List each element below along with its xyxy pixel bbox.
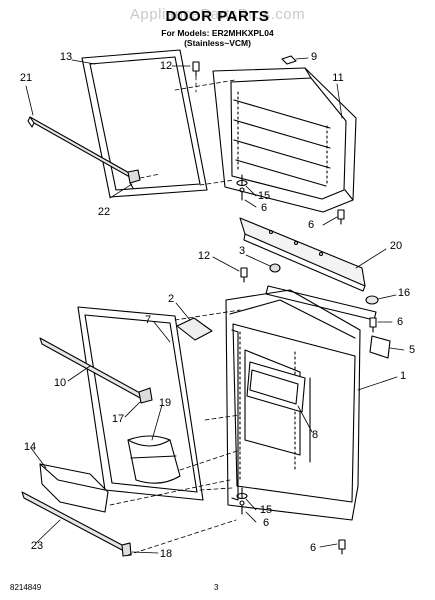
callout-16: 16: [397, 287, 411, 299]
callout-6-trim: 6: [307, 219, 315, 231]
plug-3: [269, 263, 281, 273]
callout-14: 14: [23, 441, 37, 453]
hinge-cap-9: [281, 55, 297, 65]
callout-1: 1: [399, 370, 407, 382]
callout-6-lowest: 6: [309, 542, 317, 554]
screw-6-bottom: [338, 539, 346, 555]
model-info: For Models: ER2MHKXPL04 (Stainless~VCM): [0, 28, 435, 48]
door-bin-14: [39, 463, 109, 513]
callout-17: 17: [111, 413, 125, 425]
callout-23: 23: [30, 540, 44, 552]
divider-trim-20: [239, 217, 366, 292]
freezer-door-11: [212, 67, 357, 213]
callout-13: 13: [59, 51, 73, 63]
callout-9: 9: [310, 51, 318, 63]
callout-8: 8: [311, 429, 319, 441]
diagram-title: DOOR PARTS: [165, 8, 270, 25]
shelf-clip-22: [127, 169, 141, 189]
callout-12-top: 12: [159, 60, 173, 72]
dairy-door-8: [246, 361, 306, 413]
cap-16: [365, 295, 379, 305]
screw-6-trim: [337, 209, 345, 225]
callout-15-top: 15: [257, 190, 271, 202]
dairy-bin-19: [127, 435, 181, 484]
fresh-food-door-1: [225, 289, 361, 521]
callout-6-bottom: 6: [262, 517, 270, 529]
callout-6-right: 6: [396, 316, 404, 328]
shelf-bar-10: [39, 337, 143, 400]
callout-19: 19: [158, 397, 172, 409]
screw-6-right: [369, 317, 377, 333]
screw-12-top: [192, 61, 200, 77]
callout-10: 10: [53, 377, 67, 389]
callout-12-mid: 12: [197, 250, 211, 262]
hinge-pin-15-bottom: [236, 487, 248, 515]
leader-lines: [25, 57, 405, 554]
fresh-food-gasket-7: [77, 306, 204, 501]
callout-2: 2: [167, 293, 175, 305]
callout-5: 5: [408, 344, 416, 356]
models-line: For Models: ER2MHKXPL04: [161, 28, 274, 38]
freezer-gasket-13: [81, 49, 208, 198]
models-variant: (Stainless~VCM): [184, 38, 251, 48]
callout-6-top: 6: [260, 202, 268, 214]
footer-code: 8214849: [10, 583, 42, 592]
watermark: AppliancePartsPros.com: [129, 6, 306, 23]
freezer-shelf-bar-21: [27, 116, 136, 181]
callout-20: 20: [389, 240, 403, 252]
clip-18: [121, 542, 132, 557]
callout-11: 11: [332, 72, 344, 84]
callout-7: 7: [144, 314, 152, 326]
shelf-clip-17: [138, 387, 153, 404]
butter-cover-2: [176, 317, 213, 341]
callout-15-bottom: 15: [259, 504, 273, 516]
hinge-pin-15-top: [236, 174, 248, 201]
callout-22: 22: [97, 206, 111, 218]
callout-18: 18: [159, 548, 173, 560]
callout-3: 3: [238, 245, 246, 257]
callout-21: 21: [19, 72, 33, 84]
assembly-lines: [109, 75, 241, 556]
screw-12-mid: [240, 267, 248, 283]
hinge-5: [369, 335, 391, 359]
footer-page: 3: [214, 583, 219, 592]
